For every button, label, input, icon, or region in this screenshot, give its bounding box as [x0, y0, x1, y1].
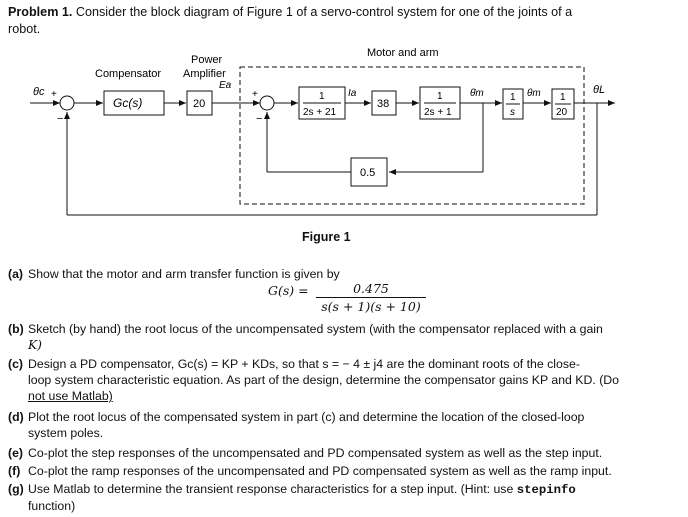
omega-label: θ̇m [470, 88, 484, 99]
gs-fraction: 0.475 s(s + 1)(s + 10) [316, 281, 426, 314]
output-label: θL [593, 84, 605, 96]
motor-num: 1 [319, 91, 325, 102]
thetam-label: θm [527, 88, 541, 99]
question-b-label: (b) [8, 322, 24, 336]
sum1-plus: + [51, 89, 57, 100]
feedback-gain: 0.5 [360, 167, 375, 179]
torque-gain: 38 [377, 98, 389, 110]
question-g-line1: Use Matlab to determine the transient re… [28, 482, 517, 496]
question-g-label: (g) [8, 482, 24, 496]
problem-text-2: robot. [8, 21, 41, 36]
gear-num: 1 [560, 92, 566, 103]
motor-den: 2s + 21 [303, 107, 337, 118]
ea-label: Ea [219, 80, 232, 91]
motor-arm-boundary [239, 66, 585, 205]
question-f-text: Co-plot the ramp responses of the uncomp… [28, 464, 612, 478]
question-c-line3: not use Matlab) [28, 389, 113, 404]
gear-den: 20 [556, 107, 568, 118]
problem-statement: Problem 1. Consider the block diagram of… [8, 4, 680, 37]
gc-block-label: Gc(s) [113, 96, 142, 110]
question-e-label: (e) [8, 446, 24, 460]
power-amp-label-2: Amplifier [183, 68, 226, 80]
question-e: (e) Co-plot the step responses of the unc… [8, 445, 680, 461]
compensator-label: Compensator [95, 68, 161, 80]
gs-lhs: G(s) = [268, 283, 309, 298]
question-g-line2: function) [28, 499, 76, 514]
summing-junction-1 [59, 95, 75, 111]
compensator-block [103, 90, 165, 116]
question-f: (f) Co-plot the ramp responses of the unc… [8, 463, 680, 479]
input-label: θc [33, 86, 45, 98]
question-d-line1: Plot the root locus of the compensated s… [28, 410, 585, 424]
question-e-text: Co-plot the step responses of the uncomp… [28, 446, 603, 460]
question-d: (d) Plot the root locus of the compensate… [8, 409, 680, 441]
torque-gain-block [371, 90, 397, 116]
feedback-gain-block [350, 157, 388, 187]
question-b-line2: K) [28, 338, 42, 353]
question-c-line2: loop system characteristic equation. As … [28, 373, 620, 388]
question-a-text: Show that the motor and arm transfer fun… [28, 267, 340, 281]
question-b-line1: Sketch (by hand) the root locus of the u… [28, 322, 603, 336]
sum1-minus: − [57, 113, 63, 125]
mech-den: 2s + 1 [424, 107, 452, 118]
sum2-plus: + [252, 89, 258, 100]
question-g-code: stepinfo [516, 483, 576, 497]
power-amp-label-1: Power [191, 54, 223, 66]
integ-num: 1 [510, 92, 516, 103]
ia-label: Ia [348, 88, 357, 99]
figure-caption: Figure 1 [302, 230, 351, 244]
question-a-label: (a) [8, 267, 24, 281]
gs-numerator: 0.475 [316, 281, 426, 298]
amplifier-block [186, 90, 213, 116]
question-d-label: (d) [8, 410, 24, 424]
question-d-line2: system poles. [28, 426, 104, 441]
problem-label: Problem 1. [8, 5, 73, 19]
question-g: (g) Use Matlab to determine the transient… [8, 481, 680, 514]
sum2-minus: − [256, 113, 262, 125]
question-b: (b) Sketch (by hand) the root locus of th… [8, 321, 680, 353]
mech-num: 1 [437, 91, 443, 102]
gs-denominator: s(s + 1)(s + 10) [321, 299, 421, 314]
question-a: (a) Show that the motor and arm transfer … [8, 266, 680, 282]
problem-text-1: Consider the block diagram of Figure 1 o… [75, 5, 573, 19]
motor-arm-label: Motor and arm [367, 47, 439, 59]
question-c: (c) Design a PD compensator, Gc(s) = KP +… [8, 356, 680, 405]
block-diagram: Motor and arm Compensator Power Amplifie… [30, 47, 615, 216]
question-f-label: (f) [8, 464, 21, 478]
summing-junction-2 [259, 95, 275, 111]
question-c-line1: Design a PD compensator, Gc(s) = KP + KD… [28, 357, 580, 371]
question-c-label: (c) [8, 357, 24, 371]
integ-den: s [510, 107, 515, 118]
amp-gain: 20 [193, 98, 205, 110]
